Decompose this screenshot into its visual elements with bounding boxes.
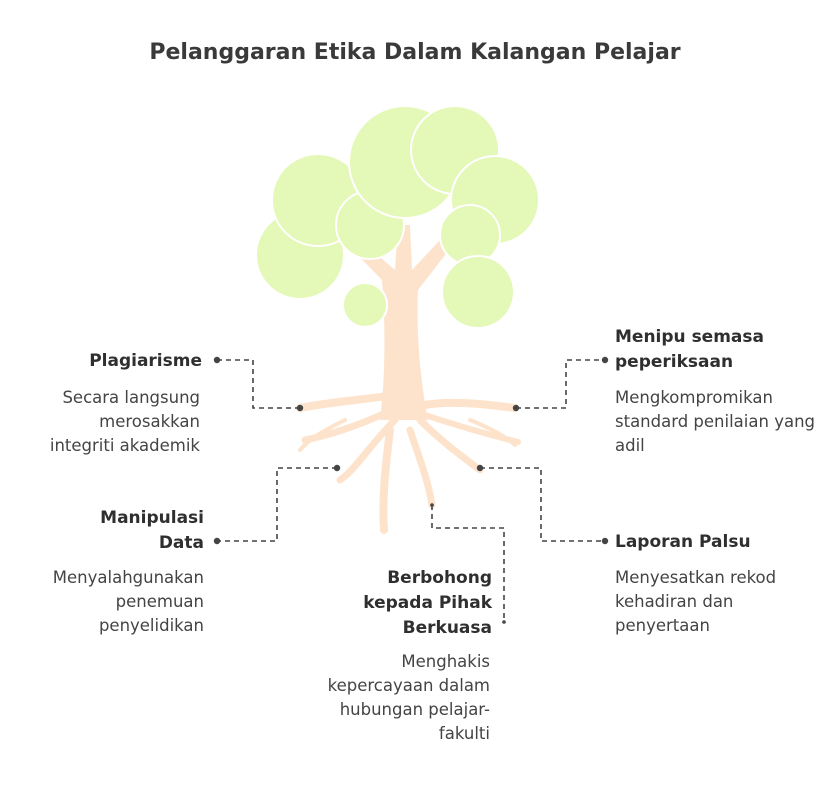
connector-berbohong bbox=[431, 505, 505, 622]
branch-description-plagiarisme: Secara langsung merosakkan integriti aka… bbox=[49, 388, 200, 455]
connector-menipu bbox=[516, 359, 605, 409]
branch-label-manipulasi-data: Manipulasi Data bbox=[100, 508, 204, 553]
branch-label-berbohong: Berbohong kepada Pihak Berkuasa bbox=[363, 568, 492, 638]
connector-plagiarisme bbox=[217, 359, 300, 409]
branch-label-menipu: Menipu semasa peperiksaan bbox=[615, 327, 764, 372]
connector-dots bbox=[213, 356, 609, 624]
tree-roots bbox=[296, 391, 521, 534]
connector-laporan bbox=[480, 467, 605, 542]
branch-description-berbohong: Menghakis kepercayaan dalam hubungan pel… bbox=[327, 652, 490, 743]
branch-description-laporan-palsu: Menyesatkan rekod kehadiran dan penyerta… bbox=[615, 568, 777, 635]
tree-trunk bbox=[348, 225, 452, 420]
branch-description-menipu: Mengkompromikan standard penilaian yang … bbox=[615, 388, 815, 455]
branch-label-plagiarisme: Plagiarisme bbox=[89, 351, 202, 371]
connector-manipulasi bbox=[217, 467, 337, 542]
diagram-title: Pelanggaran Etika Dalam Kalangan Pelajar bbox=[149, 40, 681, 65]
branch-label-laporan-palsu: Laporan Palsu bbox=[615, 532, 751, 552]
tree-foliage bbox=[255, 105, 540, 329]
branch-description-manipulasi-data: Menyalahgunakan penemuan penyelidikan bbox=[52, 568, 204, 635]
connector-lines bbox=[217, 359, 605, 622]
